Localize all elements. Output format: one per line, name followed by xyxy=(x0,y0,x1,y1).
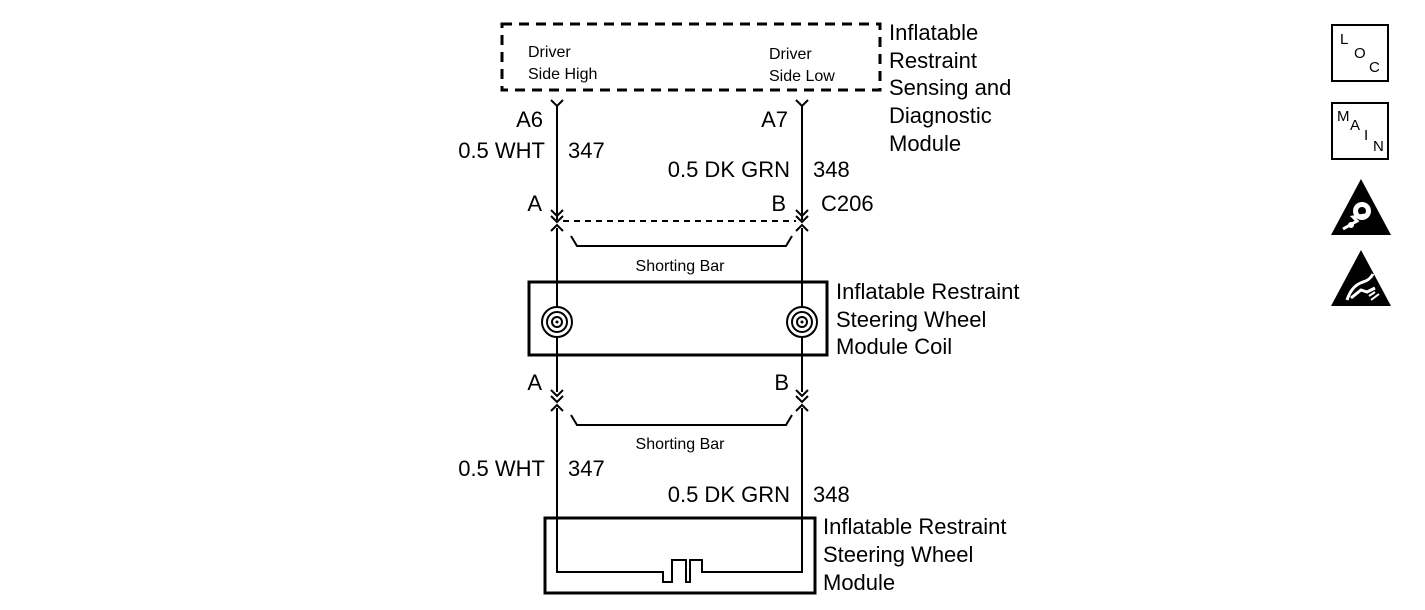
lower-connector-a-male-terminal xyxy=(550,389,564,404)
c206-b-male-terminal xyxy=(795,209,809,224)
wire-347-color-lower: 0.5 WHT xyxy=(458,456,545,481)
sdm-title-3: Sensing and xyxy=(889,75,1011,100)
lower-connector-b-male-terminal xyxy=(795,389,809,404)
inflator-squib xyxy=(556,559,803,583)
shorting-bar-lower xyxy=(570,414,793,426)
coil-title-1: Inflatable Restraint xyxy=(836,279,1019,304)
loc-letter-l: L xyxy=(1340,31,1349,48)
lower-connector-b-female-terminal xyxy=(795,403,809,412)
sdm-title-5: Module xyxy=(889,131,961,156)
coil-left-spiral xyxy=(541,306,573,338)
sdm-title-4: Diagnostic xyxy=(889,103,992,128)
main-letter-m: M xyxy=(1337,108,1350,125)
coil-title-2: Steering Wheel xyxy=(836,307,986,332)
wire-348-circuit-upper: 348 xyxy=(813,157,850,182)
steering-wheel-module-box xyxy=(543,516,817,595)
coil-box xyxy=(527,280,829,357)
sdm-title-1: Inflatable xyxy=(889,20,978,45)
main-letter-a: A xyxy=(1350,117,1361,134)
module-title-3: Module xyxy=(823,570,895,595)
main-letter-i: I xyxy=(1364,127,1369,144)
shorting-bar-upper xyxy=(570,235,793,247)
loc-letter-o: O xyxy=(1354,45,1366,62)
wire-348-color-upper: 0.5 DK GRN xyxy=(668,157,790,182)
sdm-left-terminal-label-1: Driver xyxy=(528,44,571,61)
coil-title-3: Module Coil xyxy=(836,334,952,359)
pin-a6-terminal xyxy=(550,99,564,108)
sdm-dashed-box xyxy=(500,22,882,92)
wire-348-circuit-lower: 348 xyxy=(813,482,850,507)
sdm-right-terminal-label-1: Driver xyxy=(769,46,812,63)
main-icon[interactable]: M A I N xyxy=(1331,102,1389,160)
wire-347-color-upper: 0.5 WHT xyxy=(458,138,545,163)
pin-a6-label: A6 xyxy=(516,107,543,132)
wire-347-circuit-lower: 347 xyxy=(568,456,605,481)
module-title-2: Steering Wheel xyxy=(823,542,973,567)
shorting-bar-upper-label: Shorting Bar xyxy=(636,258,726,275)
sdm-left-terminal-label-2: Side High xyxy=(528,66,597,83)
sdm-right-terminal-label-2: Side Low xyxy=(769,68,835,85)
module-title-1: Inflatable Restraint xyxy=(823,514,1006,539)
lower-connector-pin-a-label: A xyxy=(527,370,542,395)
c206-a-female-terminal xyxy=(550,223,564,232)
c206-b-female-terminal xyxy=(795,223,809,232)
c206-a-male-terminal xyxy=(550,209,564,224)
c206-connector-id: C206 xyxy=(821,191,874,216)
airbag-warning-icon xyxy=(1331,179,1391,235)
coil-right-spiral xyxy=(786,306,818,338)
lower-connector-pin-b-label: B xyxy=(774,370,789,395)
wire-348-color-lower: 0.5 DK GRN xyxy=(668,482,790,507)
sdm-title-2: Restraint xyxy=(889,48,977,73)
shorting-bar-lower-label: Shorting Bar xyxy=(636,436,726,453)
wire-347-circuit-upper: 347 xyxy=(568,138,605,163)
lower-connector-a-female-terminal xyxy=(550,403,564,412)
c206-pin-a-label: A xyxy=(527,191,542,216)
pin-a7-label: A7 xyxy=(761,107,788,132)
loc-letter-c: C xyxy=(1369,59,1380,76)
c206-pin-b-label: B xyxy=(771,191,786,216)
pin-a7-terminal xyxy=(795,99,809,108)
main-letter-n: N xyxy=(1373,138,1384,155)
esd-warning-icon xyxy=(1331,250,1391,306)
loc-icon[interactable]: L O C xyxy=(1331,24,1389,82)
